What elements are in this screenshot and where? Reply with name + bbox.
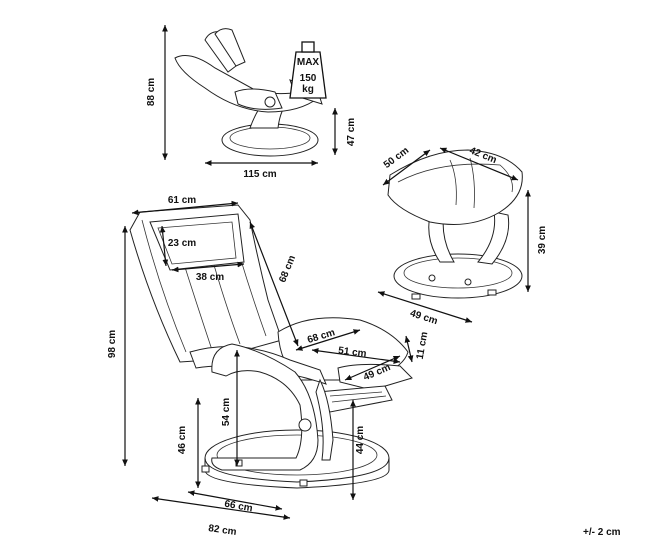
max-load-value: 150: [300, 73, 317, 84]
dimension-line-chair-width: [131, 200, 239, 216]
label-seat-height: 46 cm: [177, 426, 188, 454]
label-seat-thickness: 11 cm: [415, 331, 431, 360]
max-load-weight-icon: MAX 150 kg: [289, 41, 327, 99]
label-backrest-length: 68 cm: [277, 254, 298, 285]
dimension-line-stool-base: [377, 291, 473, 323]
dimension-line-headrest-width: [171, 261, 245, 273]
footstool-drawing: [387, 149, 523, 300]
label-headrest-height: 23 cm: [168, 238, 196, 249]
dimension-line-total-depth: [151, 496, 291, 520]
max-load-label: MAX: [297, 57, 320, 68]
dimension-line-seat-thickness: [404, 335, 414, 363]
tolerance-note: +/- 2 cm: [583, 527, 621, 538]
label-stand-height: 44 cm: [355, 426, 366, 454]
label-stool-height: 39 cm: [537, 226, 548, 254]
label-total-depth: 82 cm: [208, 523, 238, 538]
dimension-line-seat-depth: [295, 329, 361, 351]
label-top-seat-height: 47 cm: [346, 118, 357, 146]
label-chair-total-height: 98 cm: [107, 330, 118, 358]
label-top-length: 115 cm: [243, 169, 276, 180]
dimension-line-stool-width: [439, 147, 519, 181]
label-armrest-height: 54 cm: [221, 398, 232, 426]
label-chair-width: 61 cm: [168, 195, 196, 206]
dimension-line-backrest-length: [249, 221, 299, 347]
label-headrest-width: 38 cm: [196, 272, 224, 283]
dimension-line-headrest-height: [159, 225, 169, 267]
max-load-unit: kg: [302, 84, 314, 95]
label-top-height: 88 cm: [146, 78, 157, 106]
label-stool-base: 49 cm: [409, 308, 439, 327]
dimension-line-stool-depth: [382, 149, 431, 186]
dimension-line-seat-inner: [344, 355, 401, 381]
